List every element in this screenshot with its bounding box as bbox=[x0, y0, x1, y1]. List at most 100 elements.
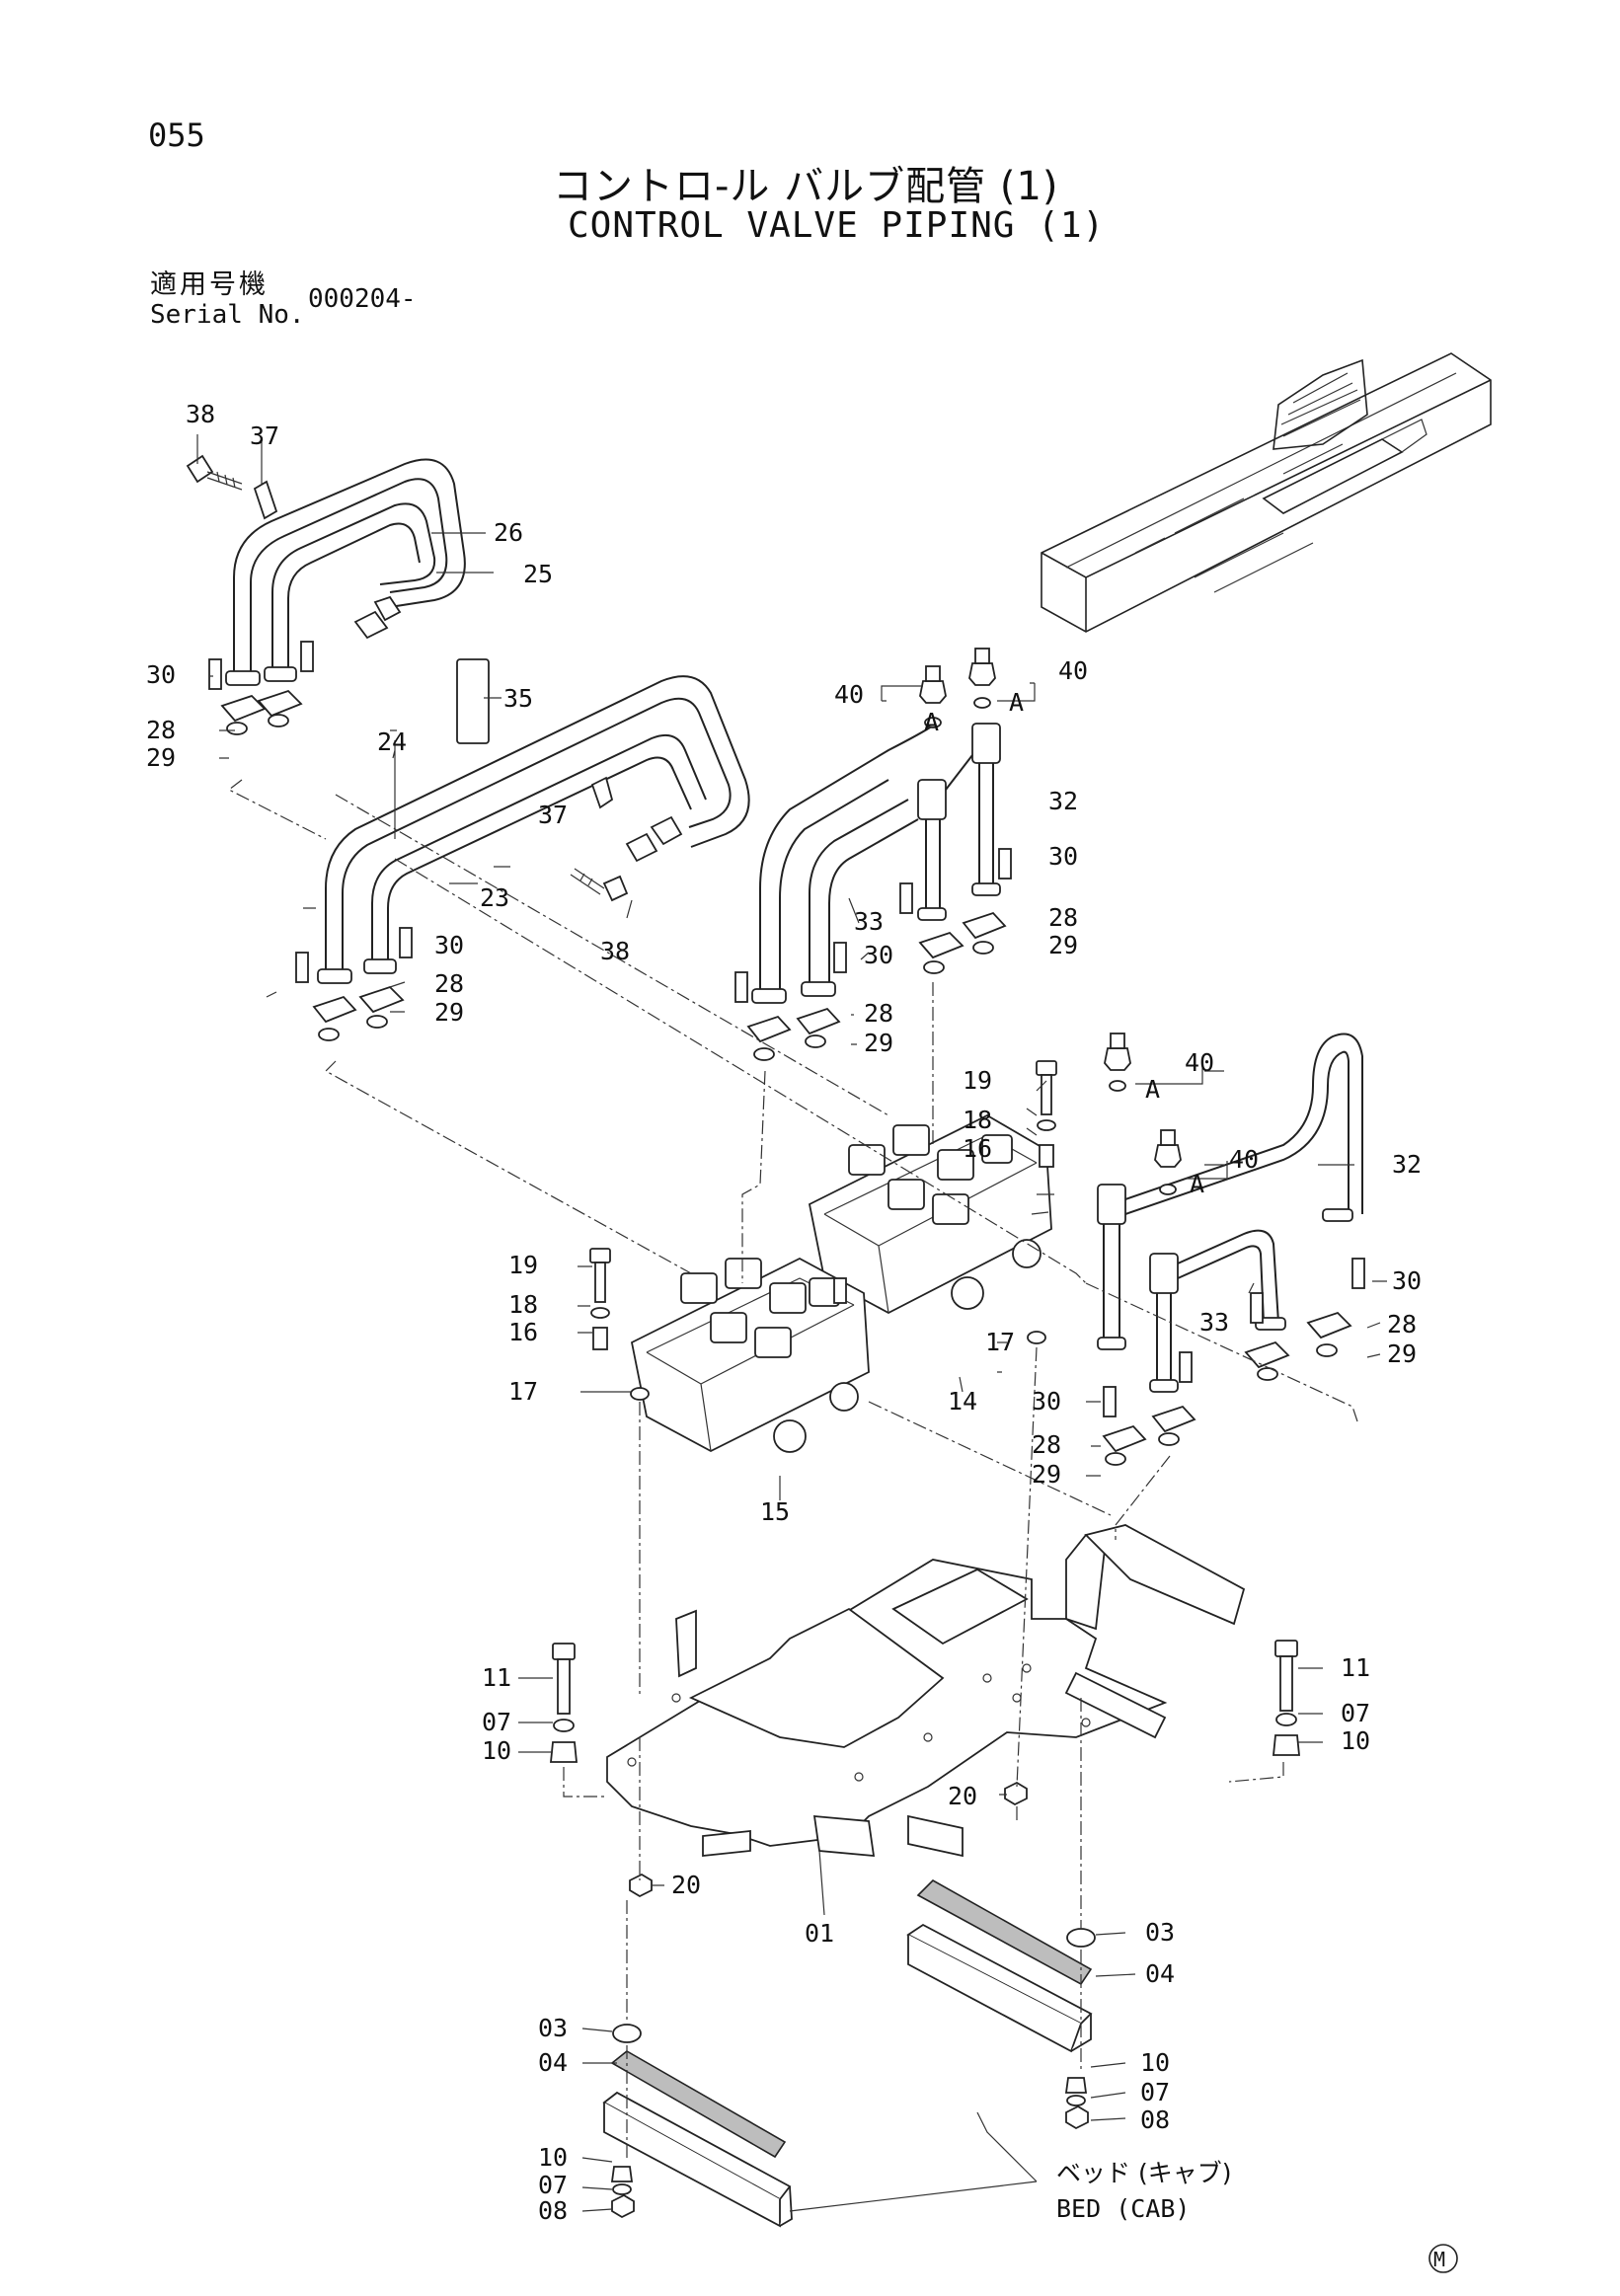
serial-label-japanese: 適用号機 bbox=[150, 269, 269, 300]
callout-32: 32 bbox=[1392, 1150, 1422, 1179]
callout-37: 37 bbox=[250, 421, 279, 450]
callout-18: 18 bbox=[508, 1290, 538, 1319]
callout-35: 35 bbox=[503, 684, 533, 713]
callout-28: 28 bbox=[434, 969, 464, 998]
callout-37: 37 bbox=[538, 801, 568, 829]
callout-30: 30 bbox=[864, 941, 893, 969]
callout-18: 18 bbox=[963, 1106, 992, 1134]
callout-40: 40 bbox=[834, 680, 864, 709]
callout-23: 23 bbox=[480, 883, 509, 912]
callout-16: 16 bbox=[963, 1134, 992, 1163]
callout-03: 03 bbox=[538, 2014, 568, 2042]
page-number: 055 bbox=[148, 116, 205, 154]
serial-number-value: 000204- bbox=[308, 284, 417, 314]
page-title-english: CONTROL VALVE PIPING (1) bbox=[568, 205, 1106, 246]
callout-08: 08 bbox=[538, 2196, 568, 2225]
bed-cab-label-japanese: ベッド (キャブ) bbox=[1056, 2159, 1231, 2187]
mount-bolts-and-nuts bbox=[550, 1640, 1300, 1898]
manufacturer-mark-letter: M bbox=[1433, 2248, 1445, 2271]
pipe-assembly-23-24 bbox=[317, 675, 750, 984]
callout-20: 20 bbox=[671, 1871, 701, 1899]
callout-07: 07 bbox=[1341, 1699, 1370, 1727]
base-plate-01 bbox=[606, 1524, 1246, 1858]
callout-07: 07 bbox=[482, 1708, 511, 1736]
callout-04: 04 bbox=[1145, 1959, 1175, 1988]
pipe-assembly-32-33-upper bbox=[751, 723, 1001, 1004]
manufacturer-mark: M bbox=[1428, 2244, 1458, 2273]
view-mark-a: A bbox=[1145, 1075, 1160, 1104]
callout-29: 29 bbox=[1387, 1339, 1417, 1368]
callout-40: 40 bbox=[1058, 656, 1088, 685]
callout-16: 16 bbox=[508, 1318, 538, 1346]
callout-24: 24 bbox=[377, 727, 407, 756]
callout-04: 04 bbox=[538, 2048, 568, 2077]
callout-30: 30 bbox=[1392, 1266, 1422, 1295]
callout-17: 17 bbox=[985, 1328, 1015, 1356]
fitting-40-upper bbox=[881, 648, 1036, 728]
callout-07: 07 bbox=[1140, 2078, 1170, 2106]
callout-32: 32 bbox=[1048, 787, 1078, 815]
view-mark-a: A bbox=[1009, 688, 1024, 717]
callout-11: 11 bbox=[482, 1663, 511, 1692]
flange-set-middle bbox=[734, 848, 1012, 1061]
callout-28: 28 bbox=[146, 716, 176, 744]
callout-28: 28 bbox=[1032, 1430, 1061, 1459]
callout-10: 10 bbox=[538, 2143, 568, 2172]
machine-overview-illustration bbox=[1041, 352, 1492, 633]
bolts-16-19 bbox=[589, 1060, 1057, 1401]
callout-08: 08 bbox=[1140, 2105, 1170, 2134]
callout-30: 30 bbox=[434, 931, 464, 959]
flange-set-left bbox=[295, 927, 413, 1041]
callout-20: 20 bbox=[948, 1782, 977, 1810]
callout-29: 29 bbox=[434, 998, 464, 1027]
callout-19: 19 bbox=[508, 1251, 538, 1279]
view-mark-a: A bbox=[1190, 1170, 1204, 1198]
callout-28: 28 bbox=[864, 999, 893, 1028]
leader-lines bbox=[196, 434, 1387, 2212]
callout-19: 19 bbox=[963, 1066, 992, 1095]
callout-30: 30 bbox=[146, 660, 176, 689]
callout-29: 29 bbox=[146, 743, 176, 772]
assembly-center-lines bbox=[227, 779, 1358, 2162]
callout-14: 14 bbox=[948, 1387, 977, 1416]
callout-30: 30 bbox=[1048, 842, 1078, 871]
pipe-assembly-25-26 bbox=[225, 458, 466, 686]
callout-33: 33 bbox=[1199, 1308, 1229, 1337]
pipe-assembly-32-33-right bbox=[1097, 1033, 1363, 1393]
callout-29: 29 bbox=[1032, 1460, 1061, 1489]
callout-10: 10 bbox=[1140, 2048, 1170, 2077]
serial-label-english: Serial No. bbox=[150, 300, 305, 330]
view-mark-a: A bbox=[924, 708, 939, 736]
callout-28: 28 bbox=[1387, 1310, 1417, 1339]
callout-38: 38 bbox=[600, 937, 630, 965]
callout-38: 38 bbox=[186, 400, 215, 428]
bolt-38-upper bbox=[186, 454, 243, 491]
flange-set-upper-left bbox=[208, 641, 314, 735]
callout-26: 26 bbox=[494, 518, 523, 547]
callout-10: 10 bbox=[482, 1736, 511, 1765]
plate-35 bbox=[456, 658, 490, 744]
callout-40: 40 bbox=[1185, 1048, 1214, 1077]
bolt-38-lower bbox=[570, 868, 629, 902]
clamp-37-lower bbox=[590, 776, 614, 809]
callout-labels: 38 37 26 25 30 35 28 29 24 37 23 38 30 2… bbox=[146, 400, 1422, 2225]
callout-25: 25 bbox=[523, 560, 553, 588]
callout-29: 29 bbox=[864, 1029, 893, 1057]
fitting-40-lower bbox=[1104, 1033, 1228, 1195]
clamp-37-upper bbox=[253, 480, 278, 520]
callout-29: 29 bbox=[1048, 931, 1078, 959]
callout-11: 11 bbox=[1341, 1653, 1370, 1682]
callout-30: 30 bbox=[1032, 1387, 1061, 1416]
control-valve-15 bbox=[630, 1257, 870, 1453]
callout-15: 15 bbox=[760, 1497, 790, 1526]
page-title-japanese: コントロ-ル バルブ配管 (1) bbox=[553, 164, 1059, 209]
mount-rubber-left bbox=[602, 2024, 793, 2228]
callout-03: 03 bbox=[1145, 1918, 1175, 1947]
callout-07: 07 bbox=[538, 2171, 568, 2199]
callout-28: 28 bbox=[1048, 903, 1078, 932]
callout-40: 40 bbox=[1229, 1145, 1259, 1174]
callout-17: 17 bbox=[508, 1377, 538, 1406]
mount-rubber-right bbox=[906, 1879, 1096, 2130]
callout-33: 33 bbox=[854, 907, 884, 936]
